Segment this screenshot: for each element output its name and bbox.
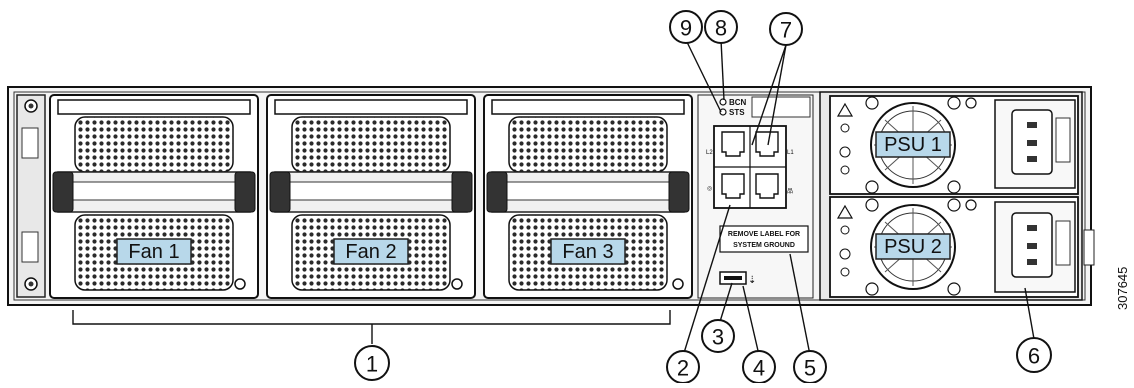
svg-text:SYSTEM GROUND: SYSTEM GROUND [733, 242, 795, 249]
callout-4: 4 [742, 350, 776, 384]
management-ethernet-port[interactable] [755, 173, 779, 199]
svg-text:Fan 3: Fan 3 [562, 241, 613, 263]
svg-text:9: 9 [680, 16, 692, 41]
psu-2-label: PSU 2 [875, 233, 951, 260]
svg-text:BCN: BCN [729, 98, 747, 107]
l1-port-label: L1 [787, 150, 794, 156]
svg-text:PSU 2: PSU 2 [884, 236, 942, 258]
svg-text:5: 5 [804, 356, 816, 381]
l2-port-label: L2 [706, 150, 713, 156]
fan-1-label: Fan 1 [116, 238, 192, 265]
svg-text:7: 7 [780, 18, 792, 43]
status-led: STS [719, 108, 745, 117]
psu-1-warning-icon [836, 102, 854, 175]
psu-2-warning-icon [836, 204, 854, 277]
figure-id: 307645 [1115, 267, 1130, 310]
svg-text:品: 品 [787, 188, 793, 195]
leader-lines [72, 39, 1035, 357]
psu-1-label: PSU 1 [875, 131, 951, 158]
svg-text:⇣: ⇣ [748, 275, 756, 286]
callout-8: 8 [704, 10, 738, 44]
network-icon: 品 [787, 188, 793, 195]
svg-text:1: 1 [366, 352, 378, 377]
fan-2-label: Fan 2 [333, 238, 409, 265]
fan-3-label: Fan 3 [550, 238, 626, 265]
callout-1: 1 [354, 345, 390, 381]
l2-port[interactable] [721, 131, 745, 157]
callout-9: 9 [669, 10, 703, 44]
svg-text:REMOVE LABEL FOR: REMOVE LABEL FOR [728, 231, 800, 238]
beacon-led: BCN [719, 98, 747, 107]
callout-5: 5 [793, 350, 827, 384]
callout-6: 6 [1016, 337, 1052, 373]
usb-port[interactable] [719, 271, 747, 285]
fan-module-3[interactable] [483, 94, 693, 299]
svg-text:◎: ◎ [707, 186, 712, 192]
psu-module-1[interactable] [829, 95, 1079, 195]
callout-3: 3 [701, 319, 735, 353]
svg-text:Fan 1: Fan 1 [128, 241, 179, 263]
svg-text:2: 2 [677, 356, 689, 381]
callout-2: 2 [666, 350, 700, 384]
svg-text:Fan 2: Fan 2 [345, 241, 396, 263]
svg-text:4: 4 [753, 356, 765, 381]
psu-module-2[interactable] [829, 196, 1079, 298]
callout-7: 7 [769, 12, 803, 46]
svg-text:STS: STS [729, 108, 745, 117]
svg-text:3: 3 [712, 325, 724, 350]
svg-text:PSU 1: PSU 1 [884, 134, 942, 156]
right-mount-bracket [1083, 229, 1095, 266]
console-port[interactable] [721, 173, 745, 199]
left-mount-bracket [16, 94, 46, 298]
system-ground-label: REMOVE LABEL FOR SYSTEM GROUND [719, 225, 809, 253]
fan-module-2[interactable] [266, 94, 476, 299]
usb-icon: ⇣ [748, 275, 756, 286]
console-icon: ◎ [707, 186, 712, 192]
svg-text:8: 8 [715, 16, 727, 41]
fan-module-1[interactable] [49, 94, 259, 299]
svg-text:6: 6 [1028, 344, 1040, 369]
l1-port[interactable] [755, 131, 779, 157]
